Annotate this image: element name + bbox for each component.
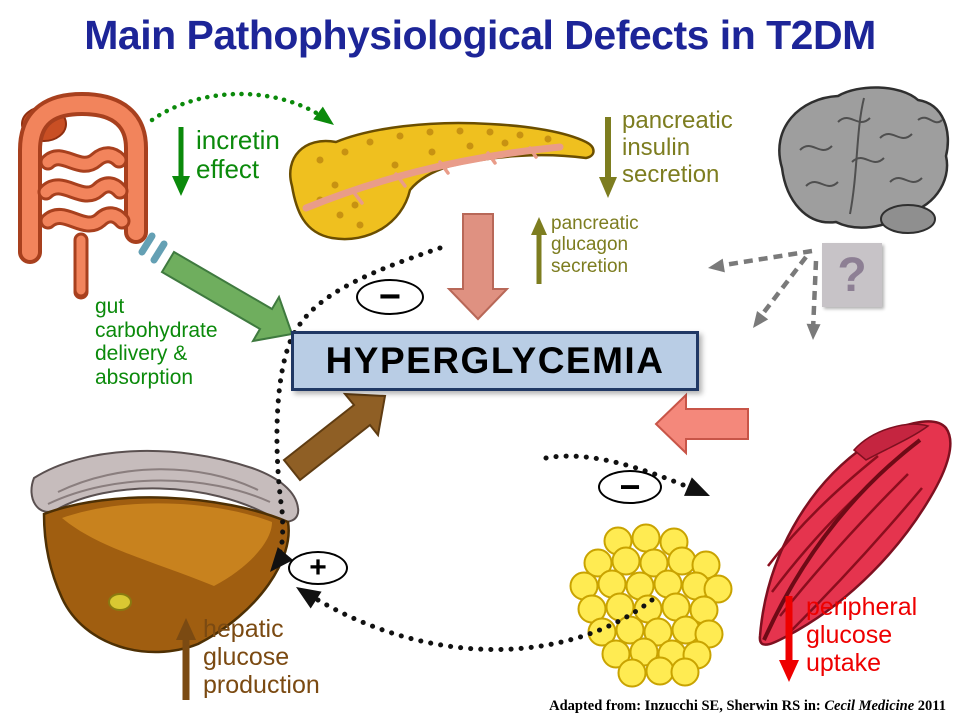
attribution-year: 2011 [914,698,946,714]
glucagon-up-arrow [531,217,547,284]
mantle-fold [57,468,259,493]
question-box: ? [822,243,882,307]
hyperglycemia-box: HYPERGLYCEMIA [291,331,699,391]
slide-title: Main Pathophysiological Defects in T2DM [84,12,876,58]
muscle-to-hyperglycemia-arrow [654,392,749,456]
fat-cell [631,523,661,553]
minus-islet-badge: − [356,276,424,318]
brain-illustration [778,86,950,234]
incretin-dotted-arrow [149,91,334,125]
brain-fissure [849,97,865,215]
fat-cell [639,548,669,578]
arrow-tail-dashes [138,232,168,264]
gallbladder-shape [108,593,132,611]
muscle-body [758,420,952,646]
fat-cell [645,656,675,686]
plus-liver-badge: + [288,551,348,585]
colon-tube [22,95,144,260]
gut-intestines-illustration [18,91,148,300]
hyperglycemia-label: HYPERGLYCEMIA [325,340,665,381]
skeletal-muscle-illustration [758,420,952,646]
pancreatic-duct [302,143,564,212]
attribution-prefix: Adapted from: Inzucchi SE, Sherwin RS in… [549,698,825,714]
brain-dashed-arrow-down [810,260,819,331]
insulin-secretion-label: pancreatic insulin secretion [622,107,733,188]
brain-dashed-arrows [708,248,821,340]
muscle-striations [762,438,923,641]
gut-to-hyperglycemia-arrow [160,250,294,343]
liver-highlight [62,503,272,586]
fat-cell [611,546,641,576]
hyperglycemia-to-liver-dotted-arrow [269,245,443,572]
attribution: Adapted from: Inzucchi SE, Sherwin RS in… [549,698,946,715]
brain-dashed-arrow-left [717,248,813,269]
duct-branches [350,146,538,205]
peripheral-down-arrow [779,596,799,682]
peripheral-glucose-label: peripheral glucose uptake [806,593,918,677]
hepatic-glucose-label: hepatic glucose production [203,615,320,699]
pancreas-illustration [289,121,595,241]
brain-gyri [799,116,943,187]
fat-cell [703,574,733,604]
adipose-to-liver-dotted-arrow [296,587,655,652]
fat-cell [643,617,673,647]
fat-cell [670,657,700,687]
brain-dashed-arrow-mid [756,255,808,322]
cerebellum-shape [880,204,936,234]
fat-cell [583,548,613,578]
glucagon-secretion-label: pancreatic glucagon secretion [551,213,639,277]
incretin-effect-label: incretin effect [196,125,280,185]
pancreas-to-hyperglycemia-arrow [446,213,510,321]
fat-cell [617,658,647,688]
adipose-fat-cells-illustration [569,523,733,688]
mantle-fold [47,479,271,505]
hyperglycemia-to-muscle-dotted-arrow [543,453,710,496]
minus-adipose-badge: − [598,466,662,507]
liver-to-hyperglycemia-arrow [282,392,387,482]
attribution-source: Cecil Medicine [824,698,915,714]
incretin-down-arrow [172,127,190,196]
insulin-down-arrow [599,117,617,198]
fat-cell [601,639,631,669]
fat-cell [615,615,645,645]
gut-carbohydrate-label: gut carbohydrate delivery & absorption [95,295,218,389]
small-intestine-coils [37,146,131,233]
muscle-flap [852,423,930,461]
pancreas-texture [316,127,552,229]
hepatic-up-arrow [176,618,196,700]
liver-illustration [30,449,300,654]
